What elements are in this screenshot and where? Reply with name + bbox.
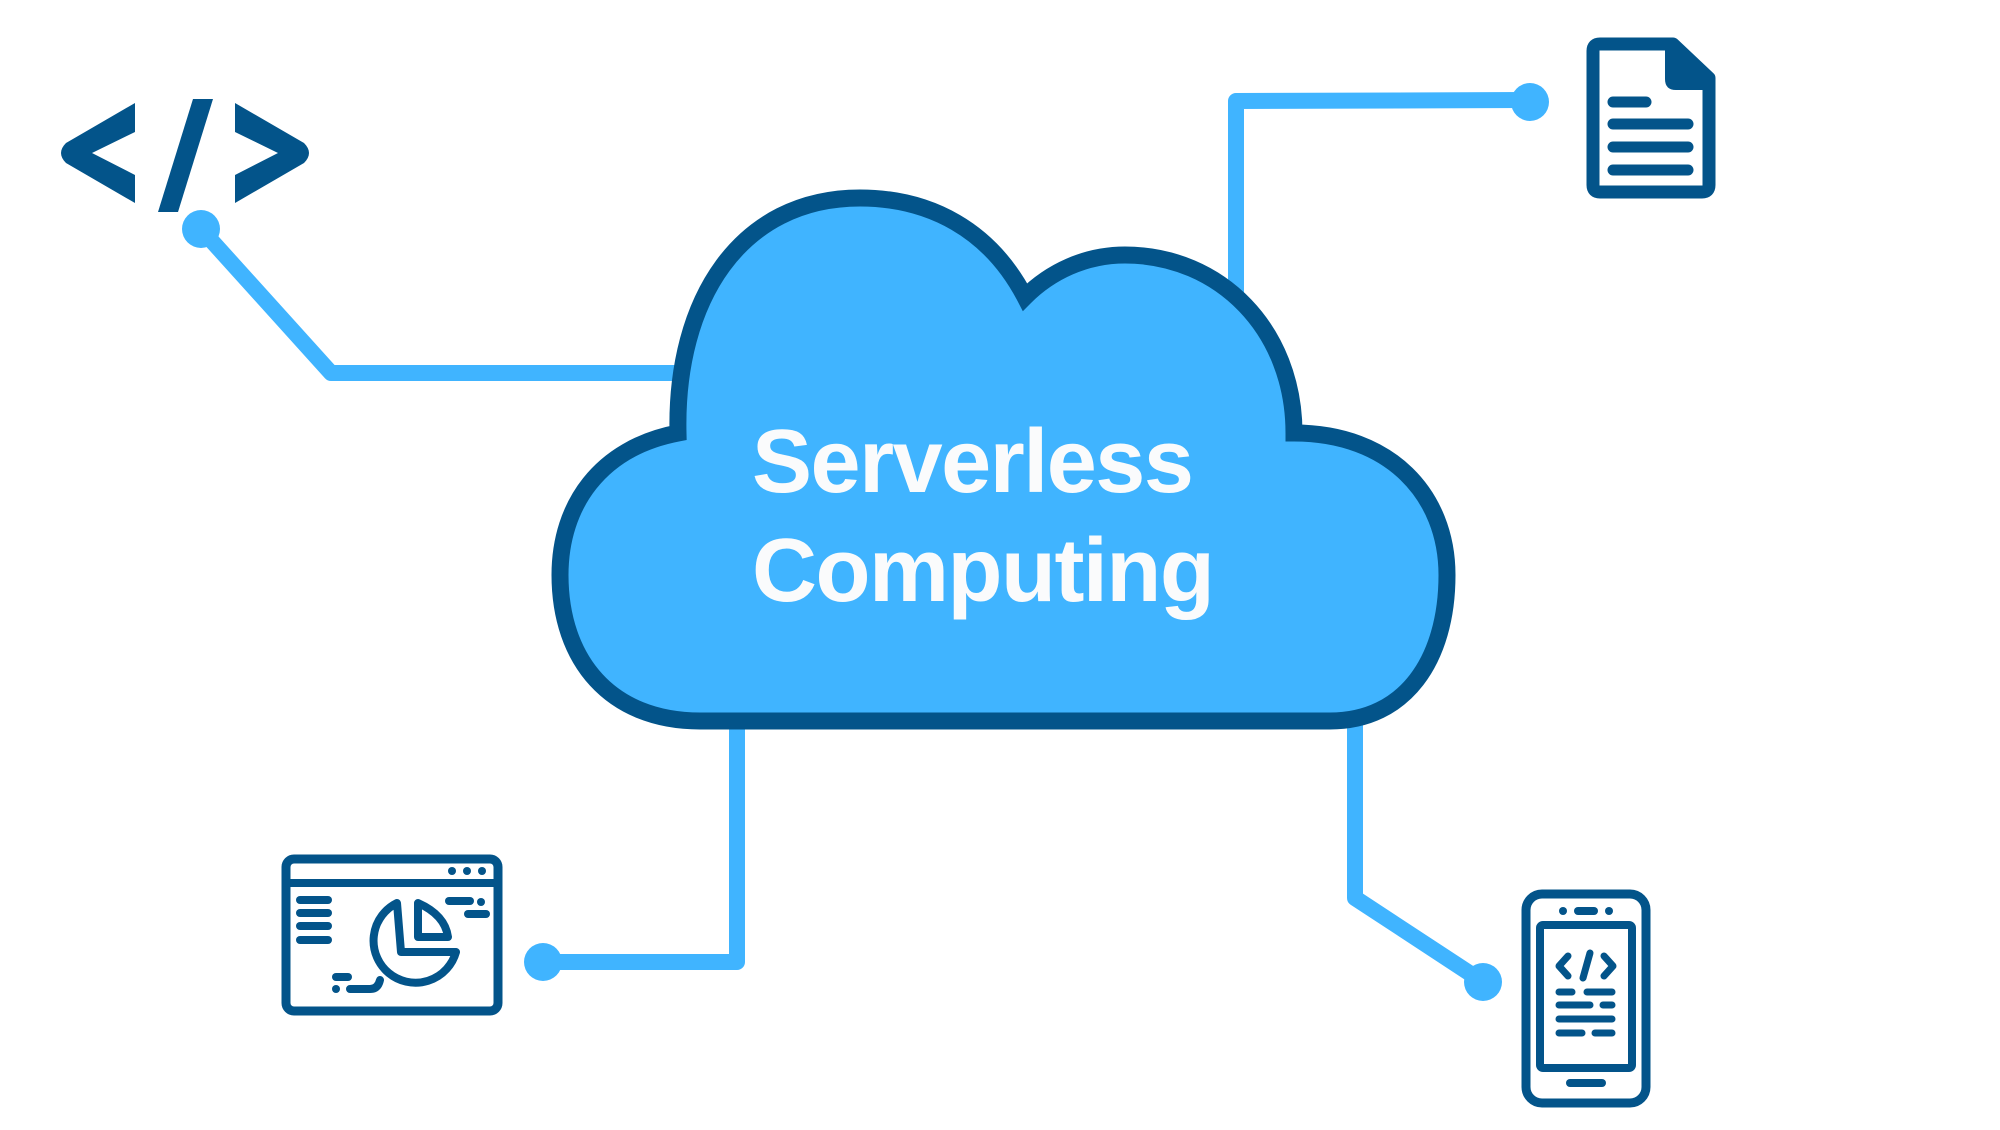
connector-dot-dashboard [524, 943, 562, 981]
phone-code-greater-than [1600, 952, 1617, 980]
slash-glyph [158, 99, 213, 212]
browser-dot-2 [463, 867, 471, 875]
phone-code-less-than [1555, 952, 1572, 980]
legend-line-4 [346, 976, 384, 993]
pie-chart-slice [414, 899, 452, 941]
greater-than-glyph [235, 103, 309, 203]
phone-screen [1536, 921, 1636, 1072]
legend-dot-2 [332, 985, 340, 993]
connector-mobile [1347, 707, 1491, 990]
browser-dot-3 [478, 867, 486, 875]
phone-code-slash [1579, 949, 1594, 982]
connector-dot-document [1511, 83, 1549, 121]
document-fold [1665, 44, 1709, 90]
cloud-title-line-1: Serverless [752, 412, 1194, 512]
document-icon [1586, 37, 1716, 199]
mobile-code-icon [1521, 889, 1651, 1108]
cloud-shape [551, 189, 1456, 730]
connector-dot-code [182, 210, 220, 248]
connector-code [193, 221, 698, 381]
connector-document [1228, 92, 1538, 308]
cloud-title-line-2: Computing [752, 521, 1215, 621]
browser-window-frame [281, 854, 503, 1016]
less-than-glyph [61, 103, 135, 203]
browser-analytics-icon [281, 854, 503, 1016]
document-outline [1586, 37, 1716, 199]
phone-frame [1521, 889, 1651, 1108]
connector-dashboard [535, 707, 745, 970]
legend-dot-1 [477, 898, 485, 906]
phone-camera-dot-right [1605, 907, 1613, 915]
connector-dot-mobile [1464, 963, 1502, 1001]
code-brackets-icon [61, 99, 309, 212]
phone-camera-dot-left [1559, 907, 1567, 915]
browser-dot-1 [448, 867, 456, 875]
pie-chart-main [369, 899, 460, 987]
